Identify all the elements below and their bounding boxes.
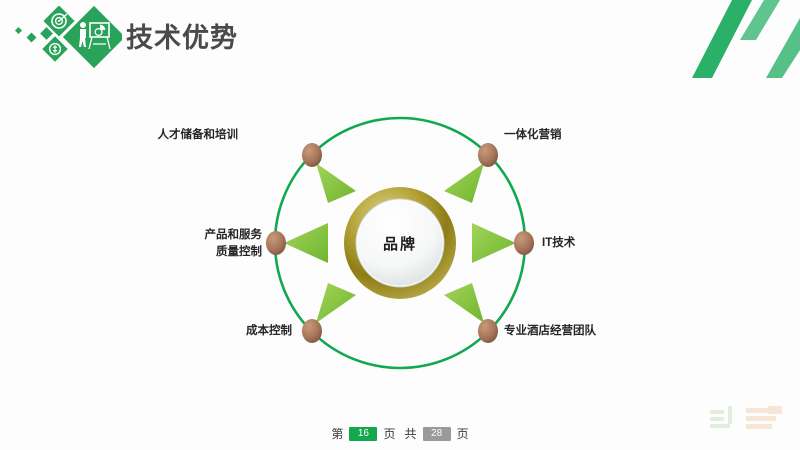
node-label-quality-line2: 质量控制 xyxy=(216,246,262,258)
center-brand-disc xyxy=(344,187,456,299)
brand-wheel-diagram: 品牌 人才储备和培训 一体化营销 IT技术 专业酒店经营团队 成本控制 产品和服… xyxy=(150,95,650,395)
node-label-it: IT技术 xyxy=(542,237,576,249)
node-label-talent: 人才储备和培训 xyxy=(157,129,239,141)
logo-mark xyxy=(14,5,126,69)
footer-unit-1: 页 xyxy=(383,427,396,441)
ring-nodes xyxy=(266,143,534,343)
node-label-team: 专业酒店经营团队 xyxy=(504,325,596,337)
node-label-quality: 产品和服务 质量控制 xyxy=(92,227,263,261)
node-dot-cost xyxy=(302,319,322,343)
coin-diamond-icon xyxy=(42,36,68,62)
footer-middle: 共 xyxy=(404,427,417,441)
node-dot-it xyxy=(514,231,534,255)
current-page-badge: 16 xyxy=(349,426,378,441)
node-dot-marketing xyxy=(478,143,498,167)
center-brand-label: 品牌 xyxy=(382,236,417,253)
page-title: 技术优势 xyxy=(126,23,238,53)
node-dot-talent xyxy=(302,143,322,167)
node-label-quality-line1: 产品和服务 xyxy=(204,229,263,241)
node-dot-quality xyxy=(266,231,286,255)
page-footer: 第 16 页 共 28 页 xyxy=(0,425,800,442)
node-label-cost: 成本控制 xyxy=(246,325,292,337)
corner-stripes-decoration xyxy=(670,0,800,78)
node-label-marketing: 一体化营销 xyxy=(504,129,562,141)
node-dot-team xyxy=(478,319,498,343)
small-square-icon xyxy=(14,26,53,43)
footer-prefix: 第 xyxy=(331,427,344,441)
total-pages-badge: 28 xyxy=(422,426,451,441)
presentation-diamond-icon xyxy=(62,5,126,69)
inward-arrows xyxy=(284,163,516,323)
corner-watermark xyxy=(706,402,792,442)
footer-unit-2: 页 xyxy=(456,427,469,441)
page-header: 技术优势 xyxy=(0,0,800,80)
